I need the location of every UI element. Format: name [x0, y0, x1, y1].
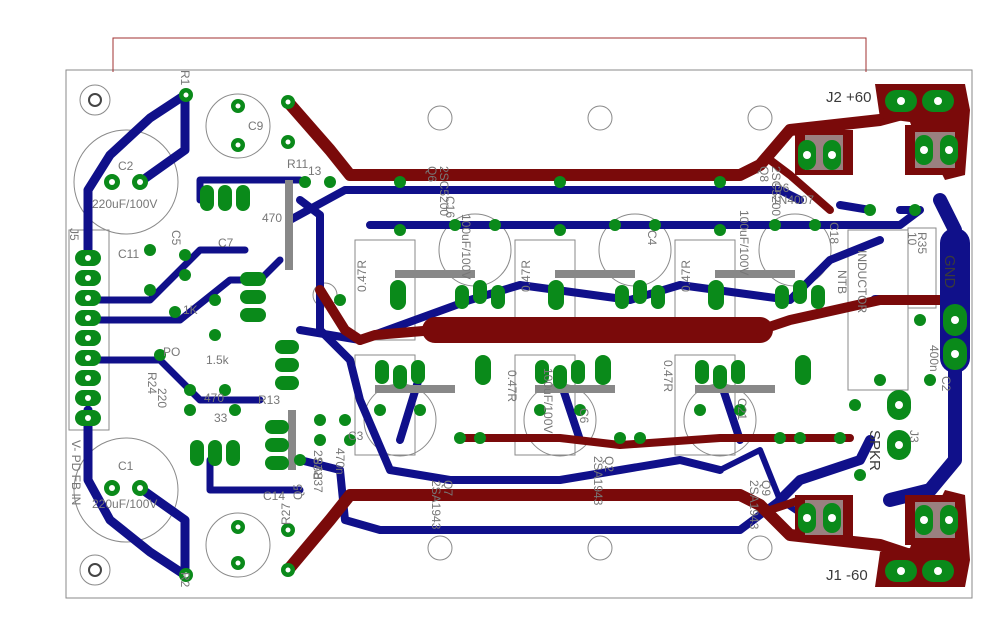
label-r047-b: 0.47R — [519, 260, 533, 292]
label-d6-part: 1N4007 — [772, 193, 814, 207]
label-c11: C11 — [118, 247, 139, 261]
label-r28: R28 — [311, 458, 325, 480]
mounting-holes — [79, 84, 773, 586]
label-r35-value: 10 — [905, 232, 919, 246]
label-c18: C18 — [827, 222, 841, 244]
label-q9-part: 2SA1943 — [747, 480, 761, 530]
label-c2: C2 — [118, 159, 134, 173]
via-drills — [85, 92, 959, 578]
label-c3-value: 470n — [333, 448, 347, 475]
label-c3: C3 — [348, 429, 364, 443]
label-r1k: 1K — [183, 303, 198, 317]
label-q6-part: 2SC5200 — [437, 166, 451, 216]
label-r047-a: 0.47R — [355, 260, 369, 292]
label-power-pins: V- PD FB IN — [69, 440, 83, 505]
label-q6: Q6 — [425, 166, 439, 182]
label-po: PO — [163, 345, 180, 359]
label-r1-5k: 1.5k — [206, 353, 230, 367]
label-c2-value: 220uF/100V — [92, 197, 157, 211]
label-c100v-a: 100uF/100V — [459, 214, 473, 279]
label-r470-b: 470 — [204, 391, 224, 405]
label-j3: J3 — [907, 430, 921, 443]
component-pads — [75, 90, 967, 582]
label-ntb: NTB — [835, 270, 849, 294]
label-c1: C1 — [118, 459, 134, 473]
label-r33: 33 — [214, 411, 228, 425]
label-c400n: 400n — [927, 345, 941, 372]
label-inductor: INDUCTOR — [855, 250, 869, 313]
label-c100v-c: 100uF/100V — [737, 210, 751, 275]
label-r047-d: 0.47R — [505, 370, 519, 402]
label-q9: Q9 — [759, 480, 773, 496]
label-j2: J2 +60 — [826, 89, 871, 106]
label-q7-part: 2SA1943 — [429, 480, 443, 530]
label-c5: C5 — [169, 230, 183, 246]
label-r11: R11 — [287, 157, 308, 171]
label-r35: R35 — [915, 232, 929, 254]
label-spkr: SPKR — [866, 430, 883, 471]
label-q5: Q5 — [291, 484, 305, 500]
label-r047-c: 0.47R — [679, 260, 693, 292]
label-r2: R2 — [178, 572, 192, 588]
label-c9: C9 — [248, 119, 264, 133]
keepout-outline — [112, 37, 867, 72]
label-r047-e: 0.47R — [661, 360, 675, 392]
gnd-pad-bar — [940, 228, 970, 373]
label-q8: Q8 — [757, 166, 771, 182]
label-q5-part: 2SA837 — [311, 450, 325, 493]
label-c100v-b: 100uF/100V — [541, 368, 555, 433]
label-q2: Q2 — [602, 456, 616, 472]
top-copper-traces — [282, 84, 970, 587]
label-q2-part: 2SA1943 — [591, 456, 605, 506]
label-c16: C16 — [443, 196, 457, 218]
label-r24: R24 — [145, 372, 159, 394]
silkscreen-labels: J2 +60 J1 -60 GND SPKR J3 INDUCTOR NTB R… — [67, 70, 958, 588]
label-d6: D6 — [774, 181, 790, 195]
label-c14: C14 — [263, 489, 285, 503]
label-r470-a: 470 — [262, 211, 282, 225]
label-j1: J1 -60 — [826, 567, 868, 584]
emitter-resistor-bars — [285, 180, 795, 470]
label-r13: R13 — [258, 393, 280, 407]
label-r220: 220 — [155, 388, 169, 408]
board-outline — [65, 69, 973, 599]
label-c1-value: 220uF/100V — [92, 497, 157, 511]
label-r1: R1 — [178, 70, 192, 86]
label-q8-part: 2SC5200 — [769, 166, 783, 216]
label-r27: R27 — [279, 503, 293, 525]
label-j5: J5 — [67, 228, 81, 241]
label-q7: Q7 — [441, 480, 455, 496]
label-c6: C6 — [577, 408, 591, 424]
label-c7: C7 — [218, 236, 234, 250]
label-c4: C4 — [645, 230, 659, 246]
label-gnd: GND — [941, 255, 958, 289]
label-c13: 13 — [308, 164, 322, 178]
label-c21: C21 — [735, 398, 749, 420]
label-c2-small: C2 — [939, 376, 953, 392]
